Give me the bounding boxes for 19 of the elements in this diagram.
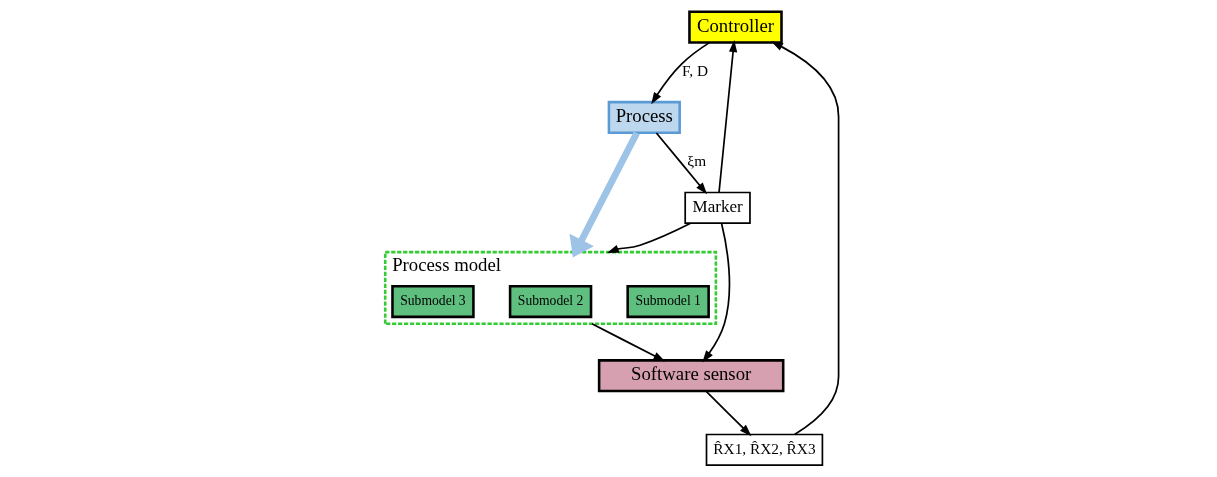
arrow xyxy=(606,222,692,254)
edge-label: F, D xyxy=(681,62,709,80)
node-box: Marker xyxy=(684,191,751,224)
arrow xyxy=(655,132,708,195)
arrow xyxy=(702,222,731,363)
node-box: Submodel 1 xyxy=(626,284,710,319)
arrow xyxy=(569,131,640,258)
arrow xyxy=(651,41,711,105)
node-box: Submodel 2 xyxy=(508,284,593,319)
node-box: Submodel 3 xyxy=(391,284,475,319)
arrow xyxy=(705,390,752,437)
arrow xyxy=(718,40,738,194)
node-box: R̂X1, R̂X2, R̂X3 xyxy=(705,433,824,467)
node-box: Process xyxy=(607,100,681,135)
node-box: Software sensor xyxy=(597,359,785,393)
arrow xyxy=(591,322,666,362)
node-box: Controller xyxy=(688,10,783,44)
arrow xyxy=(771,41,840,436)
edge-label: ξm xyxy=(687,152,707,170)
